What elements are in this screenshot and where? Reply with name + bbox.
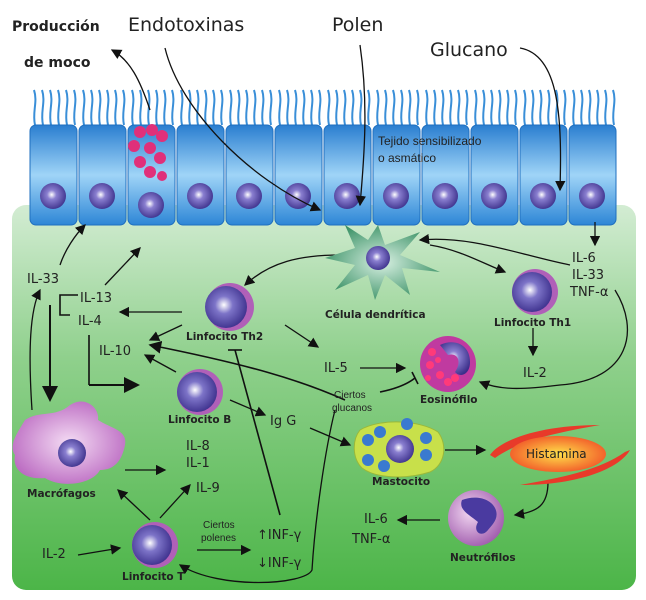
b-lymphocyte [177, 369, 223, 415]
th2-lymphocyte [205, 283, 254, 331]
glucan-label: Glucano [430, 39, 508, 61]
th1-label: Linfocito Th1 [494, 317, 571, 329]
inf-gamma-down-label: ↓INF-γ [257, 556, 302, 571]
cell-nucleus [89, 183, 115, 209]
tnf-bottom-label: TNF-α [351, 532, 390, 547]
mucus-label-2: de moco [24, 55, 91, 71]
th1-lymphocyte [512, 269, 558, 315]
epithelial-cell [372, 89, 421, 226]
histamine-label: Histamina [526, 447, 587, 461]
mucus-label: Producción [12, 19, 100, 35]
cell-nucleus [187, 183, 213, 209]
cell-nucleus [334, 183, 360, 209]
cell-nucleus [236, 183, 262, 209]
t-cell-label: Linfocito T [122, 571, 185, 583]
labels: Producción de moco Endotoxinas Polen Glu… [12, 14, 608, 583]
pollen-label: Polen [332, 14, 383, 36]
mucus-granules [128, 124, 168, 181]
il6-bottom-label: IL-6 [364, 512, 388, 527]
il1-label: IL-1 [186, 456, 210, 471]
dendritic-cell [325, 225, 440, 300]
macrophage-cell [12, 401, 126, 484]
eosinophil-cell [420, 336, 476, 392]
igg-label: Ig G [270, 414, 296, 429]
epithelial-cell [421, 89, 470, 226]
epithelial-cell [127, 89, 176, 226]
il13-label: IL-13 [80, 291, 112, 306]
cell-nucleus [285, 183, 311, 209]
epithelial-cell [323, 89, 372, 226]
epithelial-cell [29, 89, 78, 226]
glucans-label: Ciertos [334, 390, 366, 401]
il9-label: IL-9 [196, 481, 220, 496]
mast-cell [353, 418, 445, 478]
epithelial-cell [176, 89, 225, 226]
cell-nucleus [432, 183, 458, 209]
epithelial-cell [225, 89, 274, 226]
b-cell-label: Linfocito B [168, 414, 231, 426]
eosinophil-label: Eosinófilo [420, 394, 478, 406]
il5-label: IL-5 [324, 361, 348, 376]
epithelial-cell [568, 89, 617, 226]
glucans-label-2: glucanos [332, 403, 372, 414]
th2-label: Linfocito Th2 [186, 331, 263, 343]
histamine-burst [490, 425, 630, 485]
il33-left-label: IL-33 [27, 272, 59, 287]
il10-label: IL-10 [99, 344, 131, 359]
endotoxins-label: Endotoxinas [128, 14, 244, 36]
il33-right-label: IL-33 [572, 268, 604, 283]
pathway-arrows [29, 44, 629, 584]
epithelial-cell [519, 89, 568, 226]
cell-nucleus [579, 183, 605, 209]
neutrophils-label: Neutrófilos [450, 552, 516, 564]
tissue-label-2: o asmático [378, 151, 436, 165]
epithelial-cell [470, 89, 519, 226]
cell-nucleus [481, 183, 507, 209]
il8-label: IL-8 [186, 439, 210, 454]
il6-right-label: IL-6 [572, 251, 596, 266]
cell-nucleus [40, 183, 66, 209]
il4-label: IL-4 [78, 314, 102, 329]
il2-th1-label: IL-2 [523, 366, 547, 381]
neutrophil-cell [448, 490, 504, 546]
tnf-right-label: TNF-α [569, 285, 608, 300]
mast-cell-label: Mastocito [372, 476, 430, 488]
t-lymphocyte [132, 522, 178, 568]
macrophages-label: Macrófagos [27, 488, 96, 500]
cell-nucleus [530, 183, 556, 209]
epithelial-cell [274, 89, 323, 226]
dendritic-label: Célula dendrítica [325, 309, 426, 321]
pollens-label-2: polenes [201, 533, 236, 544]
epithelial-cell [78, 89, 127, 226]
inf-gamma-up-label: ↑INF-γ [257, 528, 302, 543]
cell-nucleus [383, 183, 409, 209]
tissue-label: Tejido sensibilizado [378, 134, 482, 148]
epithelium [29, 89, 617, 226]
il2-left-label: IL-2 [42, 547, 66, 562]
pollens-label: Ciertos [203, 520, 235, 531]
tissue-background [12, 205, 636, 590]
